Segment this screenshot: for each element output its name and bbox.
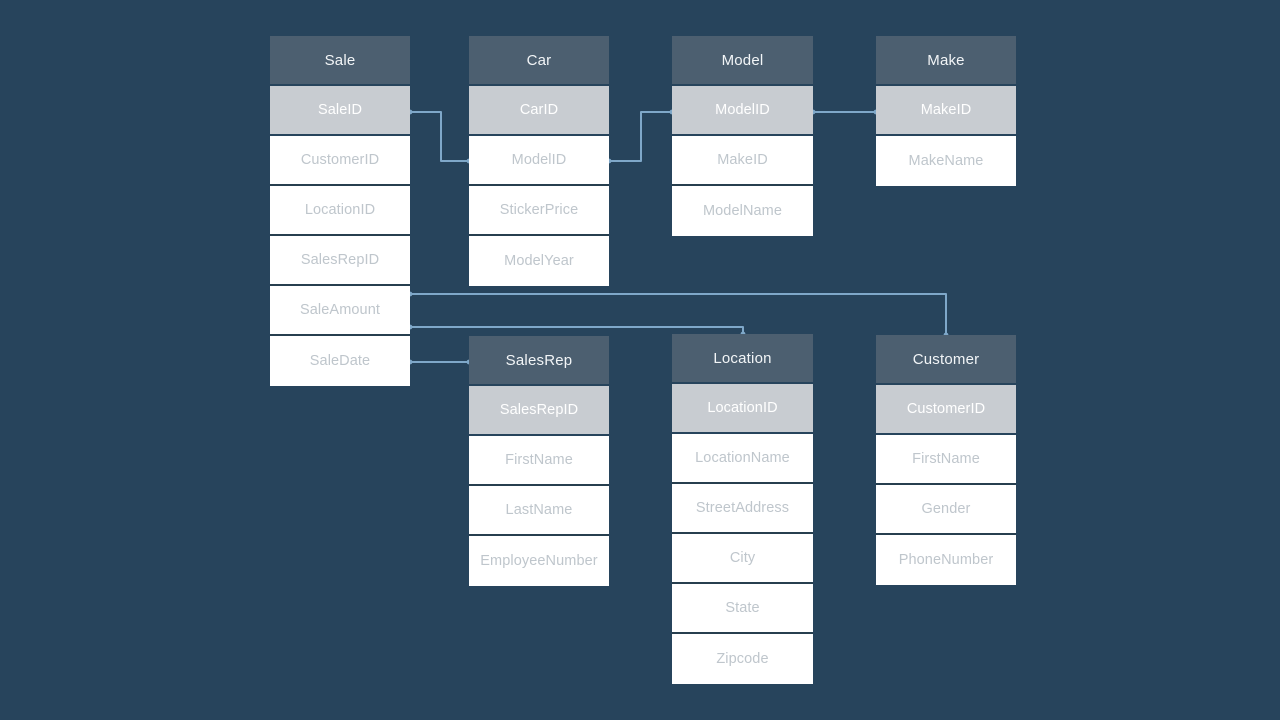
field-row-customer-gender[interactable]: Gender bbox=[876, 485, 1016, 535]
field-row-location-zipcode[interactable]: Zipcode bbox=[672, 634, 813, 684]
field-row-model-makeid[interactable]: MakeID bbox=[672, 136, 813, 186]
field-row-location-city[interactable]: City bbox=[672, 534, 813, 584]
primary-key-row-sale-saleid[interactable]: SaleID bbox=[270, 86, 410, 136]
primary-key-row-make-makeid[interactable]: MakeID bbox=[876, 86, 1016, 136]
primary-key-row-model-modelid[interactable]: ModelID bbox=[672, 86, 813, 136]
field-row-salesrep-lastname[interactable]: LastName bbox=[469, 486, 609, 536]
field-row-model-modelname[interactable]: ModelName bbox=[672, 186, 813, 236]
primary-key-row-location-locationid[interactable]: LocationID bbox=[672, 384, 813, 434]
field-row-sale-saleamount[interactable]: SaleAmount bbox=[270, 286, 410, 336]
field-row-sale-customerid[interactable]: CustomerID bbox=[270, 136, 410, 186]
field-row-make-makename[interactable]: MakeName bbox=[876, 136, 1016, 186]
field-row-sale-salesrepid[interactable]: SalesRepID bbox=[270, 236, 410, 286]
entity-title-make: Make bbox=[876, 36, 1016, 86]
field-row-salesrep-employeenumber[interactable]: EmployeeNumber bbox=[469, 536, 609, 586]
field-row-customer-phonenumber[interactable]: PhoneNumber bbox=[876, 535, 1016, 585]
entity-title-sale: Sale bbox=[270, 36, 410, 86]
relationship-line-3 bbox=[409, 293, 947, 336]
field-row-car-stickerprice[interactable]: StickerPrice bbox=[469, 186, 609, 236]
entity-title-salesrep: SalesRep bbox=[469, 336, 609, 386]
entity-title-customer: Customer bbox=[876, 335, 1016, 385]
field-row-salesrep-firstname[interactable]: FirstName bbox=[469, 436, 609, 486]
primary-key-row-car-carid[interactable]: CarID bbox=[469, 86, 609, 136]
entity-title-model: Model bbox=[672, 36, 813, 86]
entity-title-car: Car bbox=[469, 36, 609, 86]
field-row-customer-firstname[interactable]: FirstName bbox=[876, 435, 1016, 485]
relationship-line-1 bbox=[608, 111, 673, 162]
relationship-line-4 bbox=[409, 326, 744, 335]
primary-key-row-salesrep-salesrepid[interactable]: SalesRepID bbox=[469, 386, 609, 436]
field-row-car-modelid[interactable]: ModelID bbox=[469, 136, 609, 186]
field-row-location-streetaddress[interactable]: StreetAddress bbox=[672, 484, 813, 534]
relationship-line-0 bbox=[409, 111, 470, 162]
primary-key-row-customer-customerid[interactable]: CustomerID bbox=[876, 385, 1016, 435]
field-row-car-modelyear[interactable]: ModelYear bbox=[469, 236, 609, 286]
field-row-sale-saledate[interactable]: SaleDate bbox=[270, 336, 410, 386]
field-row-location-locationname[interactable]: LocationName bbox=[672, 434, 813, 484]
field-row-location-state[interactable]: State bbox=[672, 584, 813, 634]
entity-title-location: Location bbox=[672, 334, 813, 384]
field-row-sale-locationid[interactable]: LocationID bbox=[270, 186, 410, 236]
